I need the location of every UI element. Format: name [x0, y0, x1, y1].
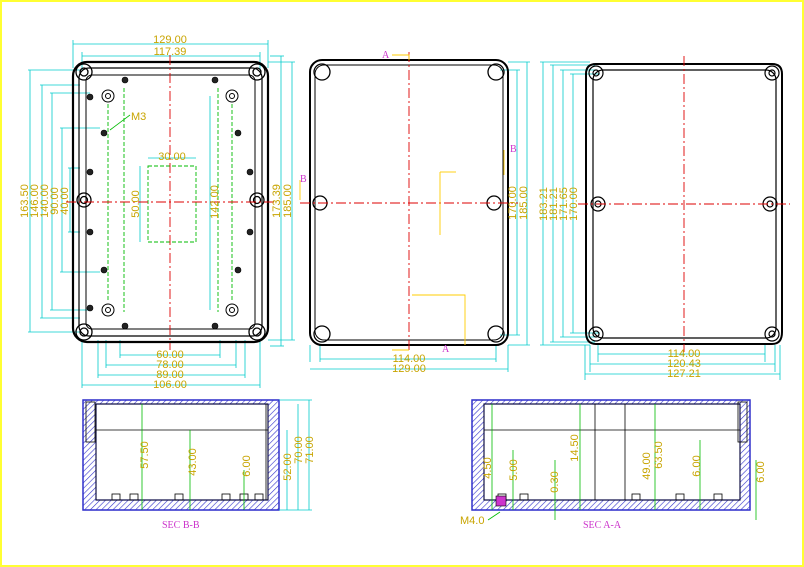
front-bottom-dim-1: 60.00 [156, 349, 184, 361]
front-top-dim-1: 129.00 [153, 34, 187, 46]
section-aa-dim-4: 14.50 [569, 434, 581, 462]
section-aa-dim-2: 5.00 [508, 459, 520, 480]
middle-view [299, 52, 530, 372]
section-aa-thread-label: M4.0 [460, 515, 484, 527]
right-left-dim-4: 170.00 [568, 187, 580, 221]
right-left-dim-3: 171.65 [558, 187, 570, 221]
middle-right-dim-1: 170.00 [507, 186, 519, 220]
middle-bottom-dim-1: 114.00 [393, 353, 426, 365]
front-left-dim-3: 140.00 [39, 184, 51, 218]
middle-marker-a-bottom: A [442, 344, 450, 355]
section-bb-dim-2: 43.00 [187, 448, 199, 476]
front-left-dim-4: 90.00 [49, 187, 61, 215]
front-left-dim-1: 163.50 [19, 184, 31, 218]
front-center-height: 142.00 [209, 185, 221, 219]
middle-marker-b-left: B [300, 174, 307, 185]
section-aa-dim-3: 0.30 [549, 471, 561, 492]
right-view [540, 56, 790, 380]
front-bottom-dim-3: 89.00 [156, 369, 184, 381]
section-aa-label: SEC A-A [583, 520, 622, 531]
front-inner-height: 50.00 [130, 190, 142, 218]
section-bb-dim-1: 57.50 [139, 441, 151, 469]
front-right-dim-2: 185.00 [282, 184, 294, 218]
section-bb-dim-3: 6.00 [241, 455, 253, 476]
middle-right-dim-2: 185.00 [518, 186, 530, 220]
front-bottom-dim-2: 78.00 [156, 359, 184, 371]
right-left-dim-2: 181.21 [548, 187, 560, 221]
section-aa-dim-6: 63.50 [653, 441, 665, 469]
right-bottom-dim-3: 127.21 [667, 368, 701, 380]
section-aa [471, 399, 757, 521]
front-thread-label: M3 [131, 111, 146, 123]
middle-marker-b-right: B [510, 144, 517, 155]
section-aa-dim-7: 6.00 [691, 455, 703, 476]
right-bottom-dim-2: 120.43 [667, 358, 701, 370]
section-bb [82, 399, 312, 511]
right-left-dim-1: 183.21 [538, 187, 550, 221]
front-top-dim-2: 117.39 [154, 46, 187, 58]
section-aa-dim-1: 4.50 [482, 457, 494, 478]
middle-marker-a-top: A [382, 50, 390, 61]
section-aa-dim-8: 6.00 [755, 461, 767, 482]
front-inner-width: 30.00 [158, 151, 186, 163]
front-left-dim-2: 146.00 [29, 184, 41, 218]
section-bb-right-dim-2: 70.00 [293, 436, 305, 464]
front-left-dim-5: 40.00 [59, 187, 71, 215]
section-bb-label: SEC B-B [162, 520, 200, 531]
front-right-dim-1: 173.39 [271, 184, 283, 218]
front-view [28, 40, 295, 388]
right-bottom-dim-1: 114.00 [668, 348, 701, 360]
section-aa-dim-5: 49.00 [641, 452, 653, 480]
section-bb-right-dim-1: 52.00 [282, 453, 294, 481]
section-bb-right-dim-3: 71.00 [304, 436, 316, 464]
front-bottom-dim-4: 106.00 [153, 379, 187, 391]
middle-bottom-dim-2: 129.00 [392, 363, 426, 375]
